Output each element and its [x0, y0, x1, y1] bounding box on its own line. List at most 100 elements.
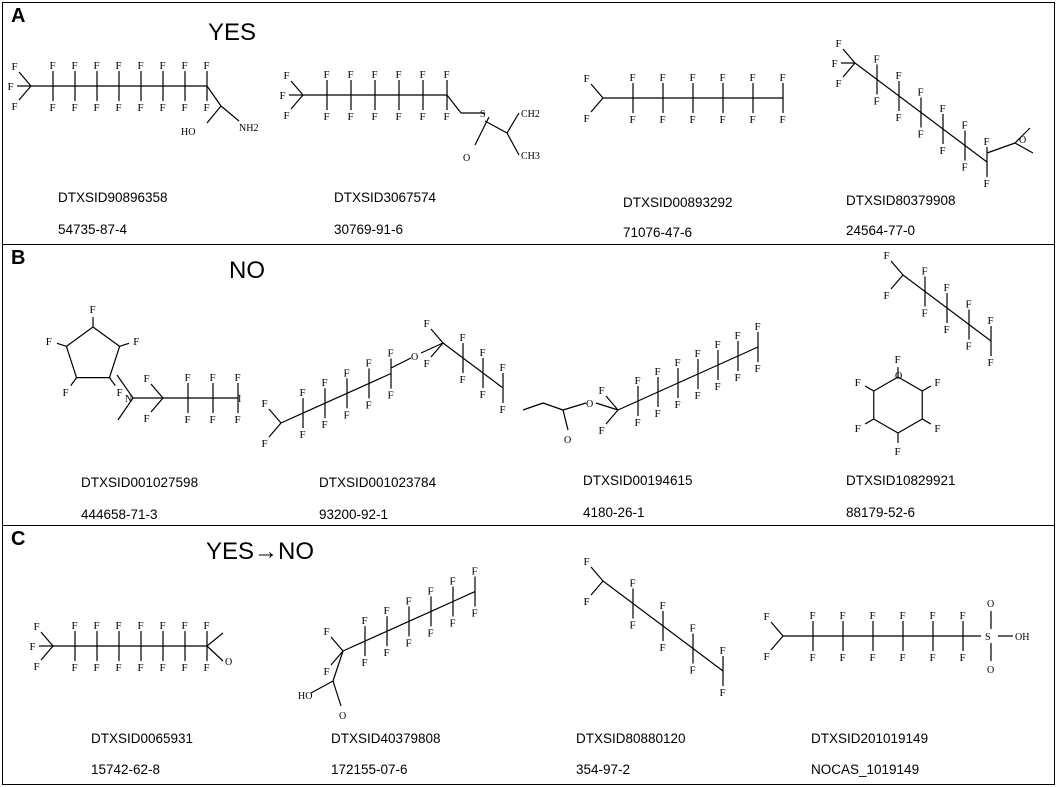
bond-line [637, 391, 659, 402]
bond-line [921, 385, 932, 392]
bond-line [864, 385, 875, 392]
fluorine-atom-label: F [300, 387, 306, 399]
fluorine-atom-label: F [655, 366, 661, 378]
fluorine-atom-label: F [50, 102, 56, 114]
bond-line [330, 636, 344, 652]
fluorine-atom-label: F [94, 662, 100, 674]
fluorine-atom-label: F [46, 336, 52, 348]
bond-line [590, 83, 604, 99]
bond-line [56, 342, 67, 347]
bond-line [717, 355, 739, 366]
atom-label: O [564, 435, 571, 446]
bond-line [18, 71, 32, 87]
fluorine-atom-label: F [138, 662, 144, 674]
fluorine-atom-label: F [90, 304, 96, 316]
panel-verdict: NO [229, 257, 265, 284]
bond-line [268, 422, 282, 438]
fluorine-atom-label: F [874, 96, 880, 108]
bond-line [873, 376, 899, 392]
fluorine-atom-label: F [182, 620, 188, 632]
fluorine-atom-label: F [34, 661, 40, 673]
fluorine-atom-label: F [874, 54, 880, 66]
atom-label: O [463, 153, 470, 164]
fluorine-atom-label: F [810, 610, 816, 622]
fluorine-atom-label: F [8, 81, 14, 93]
fluorine-atom-label: F [922, 266, 928, 278]
fluorine-atom-label: F [235, 372, 241, 384]
bond-line [898, 95, 922, 113]
fluorine-atom-label: F [30, 641, 36, 653]
bond-line [873, 418, 899, 434]
fluorine-atom-label: F [348, 69, 354, 81]
bond-line [452, 591, 476, 603]
fluorine-atom-label: F [384, 605, 390, 617]
fluorine-atom-label: F [344, 367, 350, 379]
bond-line [70, 377, 78, 387]
fluorine-atom-label: F [12, 61, 18, 73]
atom-label: O [225, 657, 232, 668]
fluorine-atom-label: F [384, 647, 390, 659]
bond-line [108, 346, 121, 378]
bond-line [605, 395, 619, 411]
fluorine-atom-label: F [832, 58, 838, 70]
fluorine-atom-label: F [735, 372, 741, 384]
fluorine-atom-label: F [117, 387, 123, 399]
bond-line [662, 625, 694, 649]
dtxsid-label: DTXSID00893292 [623, 195, 733, 210]
fluorine-atom-label: F [324, 626, 330, 638]
fluorine-atom-label: F [962, 162, 968, 174]
atom-label: O [339, 711, 346, 722]
fluorine-atom-label: F [116, 60, 122, 72]
fluorine-atom-label: F [960, 652, 966, 664]
atom-label: O [586, 399, 593, 410]
bond-line [946, 307, 970, 325]
bond-line [119, 342, 130, 347]
cas-number: 54735-87-4 [58, 222, 128, 237]
fluorine-atom-label: F [635, 375, 641, 387]
fluorine-atom-label: F [755, 363, 761, 375]
bond-line [964, 145, 988, 163]
bond-line [921, 418, 932, 425]
fluorine-atom-label: F [690, 665, 696, 677]
fluorine-atom-label: F [720, 645, 726, 657]
fluorine-atom-label: F [780, 72, 786, 84]
fluorine-atom-label: F [660, 72, 666, 84]
fluorine-atom-label: F [966, 341, 972, 353]
fluorine-atom-label: F [12, 101, 18, 113]
fluorine-atom-label: F [660, 600, 666, 612]
fluorine-atom-label: F [284, 110, 290, 122]
fluorine-atom-label: F [362, 657, 368, 669]
bond-line [897, 376, 923, 392]
fluorine-atom-label: F [764, 611, 770, 623]
fluorine-atom-label: F [94, 60, 100, 72]
fluorine-atom-label: F [630, 620, 636, 632]
fluorine-atom-label: F [934, 423, 940, 435]
fluorine-atom-label: F [855, 423, 861, 435]
fluorine-atom-label: F [720, 687, 726, 699]
fluorine-atom-label: F [750, 114, 756, 126]
fluorine-atom-label: F [204, 102, 210, 114]
bond-line [737, 346, 759, 357]
dtxsid-label: DTXSID40379808 [331, 731, 441, 746]
fluorine-atom-label: F [675, 399, 681, 411]
fluorine-atom-label: F [630, 114, 636, 126]
fluorine-atom-label: F [960, 610, 966, 622]
fluorine-atom-label: F [133, 336, 139, 348]
fluorine-atom-label: F [635, 417, 641, 429]
fluorine-atom-label: F [185, 372, 191, 384]
fluorine-atom-label: F [930, 652, 936, 664]
bond-line [346, 382, 370, 394]
atom-label: NH2 [239, 123, 258, 134]
fluorine-atom-label: F [322, 419, 328, 431]
fluorine-atom-label: F [940, 103, 946, 115]
